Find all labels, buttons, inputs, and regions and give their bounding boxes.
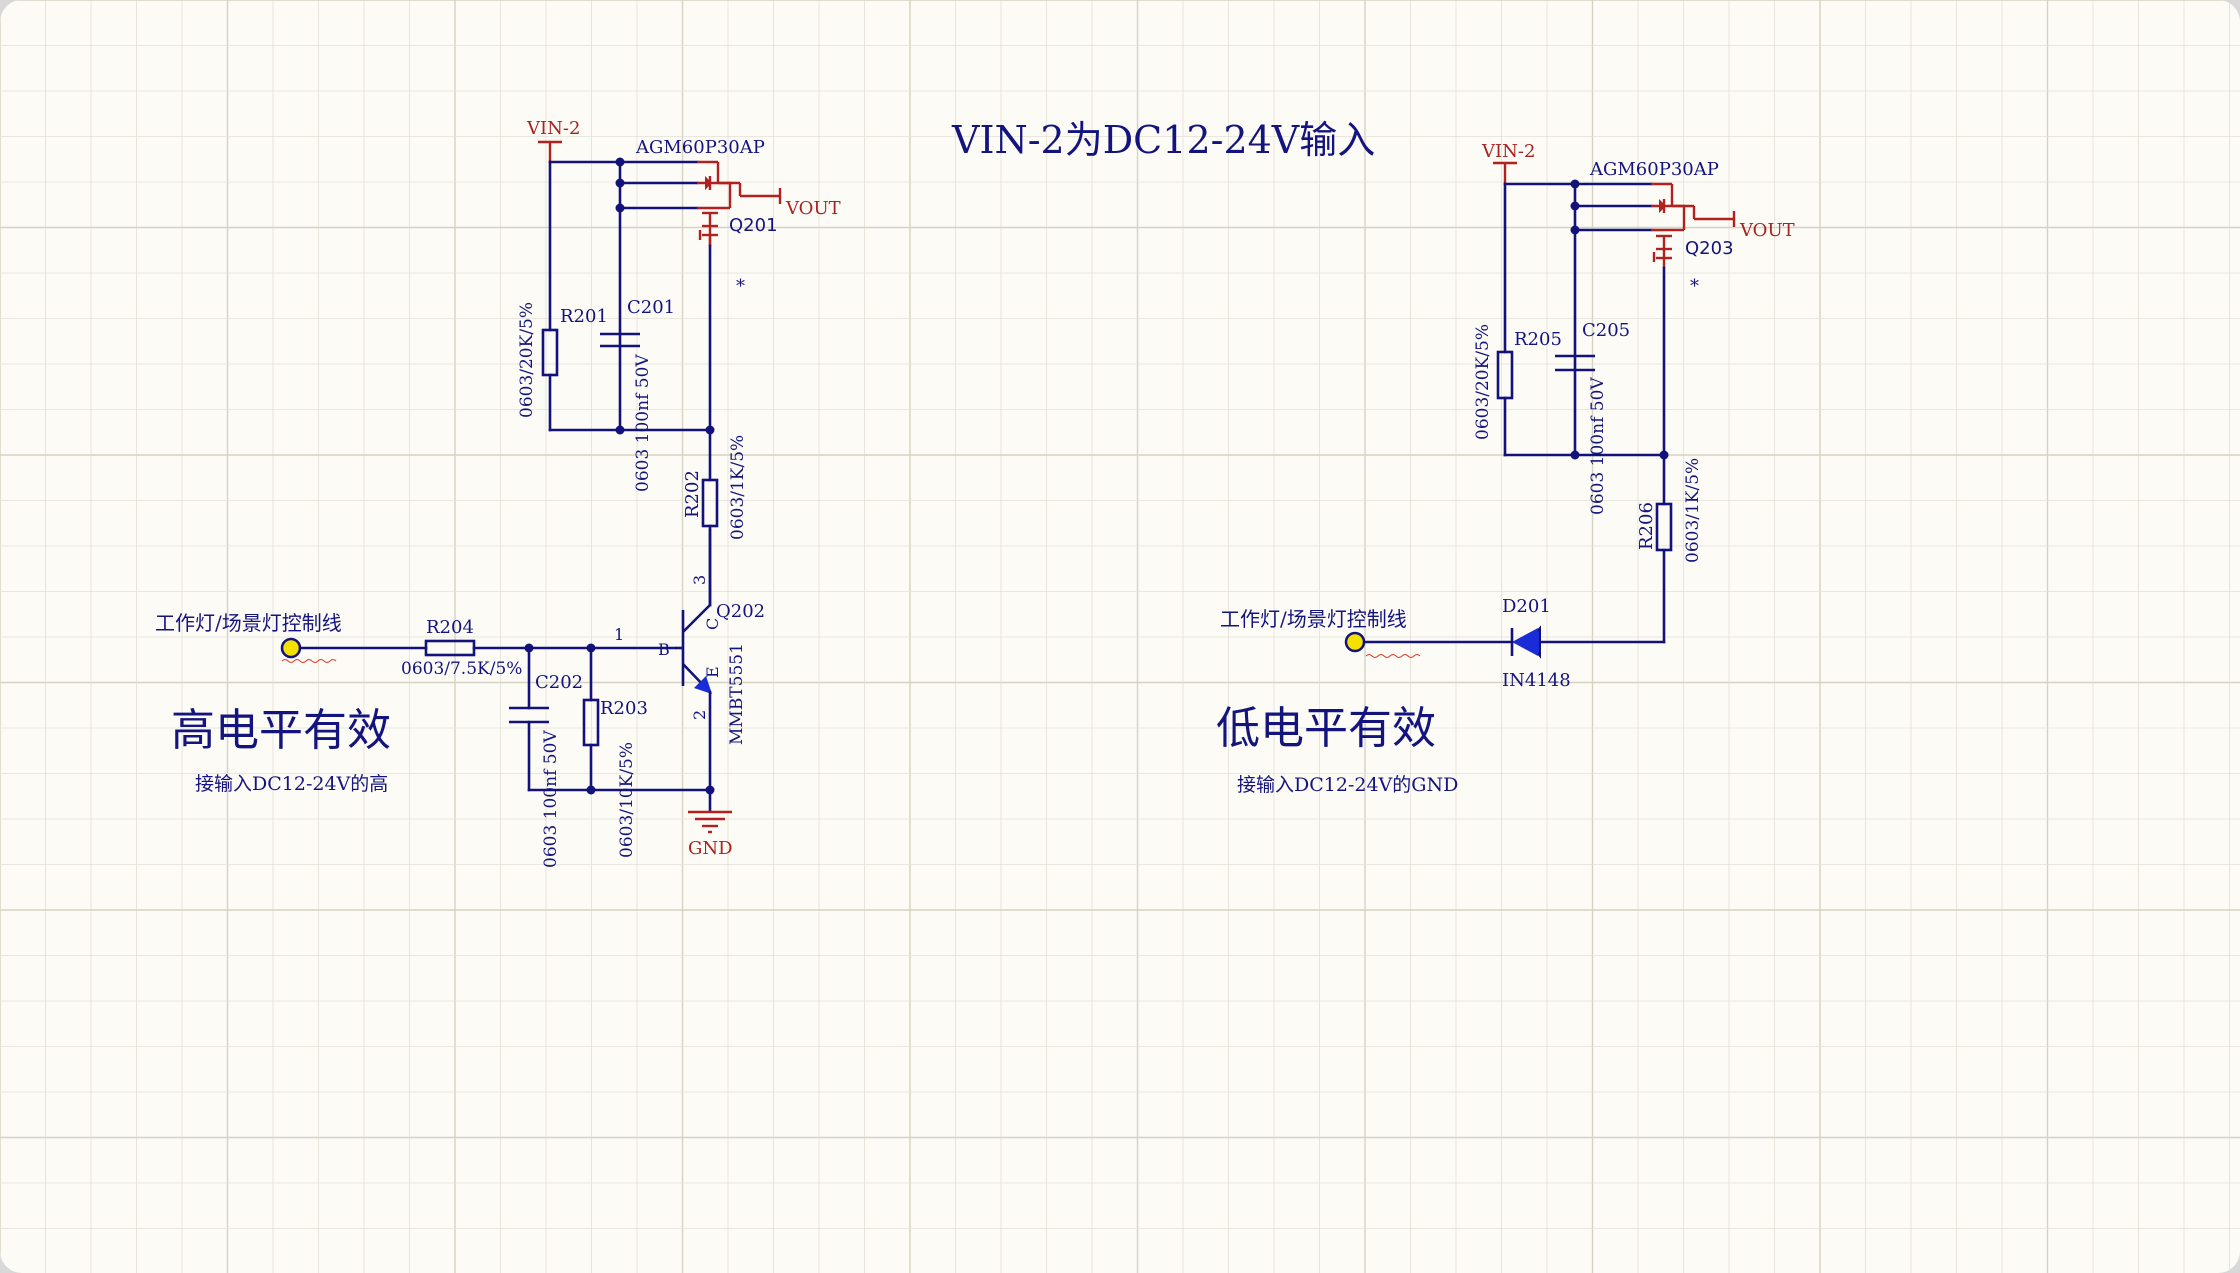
input-port-left[interactable]: 工作灯/场景灯控制线 — [155, 611, 342, 663]
right-circuit: VIN-2 AGM60P30AP VOUT Q203 — [1216, 141, 1795, 796]
mosfet-part-right: AGM60P30AP — [1589, 159, 1719, 180]
mosfet-q203: AGM60P30AP VOUT Q203 * — [1589, 159, 1795, 297]
diode-d201: D201 IN4148 — [1502, 596, 1571, 691]
c205-val: 0603 100nf 50V — [1588, 377, 1608, 515]
vout-label-left: VOUT — [785, 198, 841, 219]
junction-dot — [615, 203, 625, 213]
q202-ref: Q202 — [716, 601, 765, 622]
resistor-r204: R204 0603/7.5K/5% — [401, 617, 522, 679]
capacitor-c202: C202 0603 100nf 50V — [509, 672, 583, 868]
pin-1: 1 — [614, 625, 624, 644]
r206-ref: R206 — [1636, 502, 1657, 550]
capacitor-c201: C201 0603 100nf 50V — [600, 297, 675, 492]
port-circle[interactable] — [280, 637, 302, 659]
junction-dot — [1570, 179, 1580, 189]
junction-dot — [586, 785, 596, 795]
mode-caption-left: 高电平有效 — [171, 705, 391, 756]
c202-ref: C202 — [535, 672, 583, 693]
mosfet-q201: AGM60P30AP VOUT Q201 * — [635, 137, 841, 297]
spellcheck-underline — [281, 659, 337, 663]
vout-label-right: VOUT — [1739, 220, 1795, 241]
asterisk-right: * — [1690, 276, 1699, 297]
resistor-r206: R206 0603/1K/5% — [1636, 458, 1703, 563]
pin-b: B — [658, 640, 670, 659]
c201-ref: C201 — [627, 297, 675, 318]
mosfet-ref-right: Q203 — [1685, 238, 1734, 259]
r201-val: 0603/20K/5% — [517, 302, 537, 418]
vin-label-left: VIN-2 — [526, 118, 580, 139]
r204-ref: R204 — [426, 617, 474, 638]
r202-val: 0603/1K/5% — [728, 435, 748, 540]
vin-port-left: VIN-2 — [526, 118, 580, 162]
c201-val: 0603 100nf 50V — [633, 354, 653, 492]
vin-port-right: VIN-2 — [1481, 141, 1535, 184]
r201-ref: R201 — [560, 306, 608, 327]
mosfet-part-left: AGM60P30AP — [635, 137, 765, 158]
pin-e: E — [703, 666, 722, 678]
transistor-q202: B C E 1 2 3 Q202 MMBT5551 — [614, 528, 765, 792]
junction-dot — [1659, 450, 1669, 460]
left-circuit: VIN-2 AGM60P30AP — [155, 118, 841, 868]
input-label-left: 工作灯/场景灯控制线 — [155, 611, 342, 635]
r203-ref: R203 — [600, 698, 648, 719]
r203-val: 0603/10K/5% — [617, 742, 637, 858]
input-label-right: 工作灯/场景灯控制线 — [1220, 607, 1407, 631]
junction-dot — [615, 157, 625, 167]
r206-val: 0603/1K/5% — [1683, 458, 1703, 563]
asterisk-left: * — [736, 276, 745, 297]
port-circle[interactable] — [1344, 631, 1366, 653]
note-left: 接输入DC12-24V的高 — [195, 773, 388, 795]
note-right: 接输入DC12-24V的GND — [1237, 774, 1458, 796]
junction-dot — [705, 785, 715, 795]
r204-val: 0603/7.5K/5% — [401, 659, 522, 679]
junction-dot — [615, 425, 625, 435]
d201-ref: D201 — [1502, 596, 1551, 617]
r205-val: 0603/20K/5% — [1473, 324, 1493, 440]
spellcheck-underline — [1365, 654, 1421, 658]
resistor-r203: R203 0603/10K/5% — [582, 698, 648, 858]
d201-part: IN4148 — [1502, 670, 1571, 691]
r205-ref: R205 — [1514, 329, 1562, 350]
pin-c: C — [703, 618, 722, 630]
c205-ref: C205 — [1582, 320, 1630, 341]
q202-part: MMBT5551 — [727, 643, 747, 745]
mosfet-ref-left: Q201 — [729, 215, 778, 236]
junction-dot — [586, 643, 596, 653]
resistor-r201: R201 0603/20K/5% — [517, 302, 608, 418]
vin-label-right: VIN-2 — [1481, 141, 1535, 162]
junction-dot — [705, 425, 715, 435]
gnd-label: GND — [688, 838, 733, 859]
input-port-right[interactable]: 工作灯/场景灯控制线 — [1220, 607, 1421, 658]
mode-caption-right: 低电平有效 — [1216, 703, 1436, 754]
r202-ref: R202 — [682, 470, 703, 518]
junction-dot — [1570, 225, 1580, 235]
c202-val: 0603 100nf 50V — [541, 730, 561, 868]
junction-dot — [615, 178, 625, 188]
pin-3: 3 — [690, 575, 709, 585]
resistor-r202: R202 0603/1K/5% — [682, 435, 748, 540]
resistor-r205: R205 0603/20K/5% — [1473, 324, 1562, 440]
junction-dot — [1570, 450, 1580, 460]
junction-dot — [1570, 201, 1580, 211]
capacitor-c205: C205 0603 100nf 50V — [1555, 320, 1630, 515]
gnd-symbol: GND — [688, 788, 733, 859]
junction-dot — [524, 643, 534, 653]
pin-2: 2 — [690, 710, 709, 720]
sheet-title: VIN-2为DC12-24V输入 — [951, 118, 1375, 162]
